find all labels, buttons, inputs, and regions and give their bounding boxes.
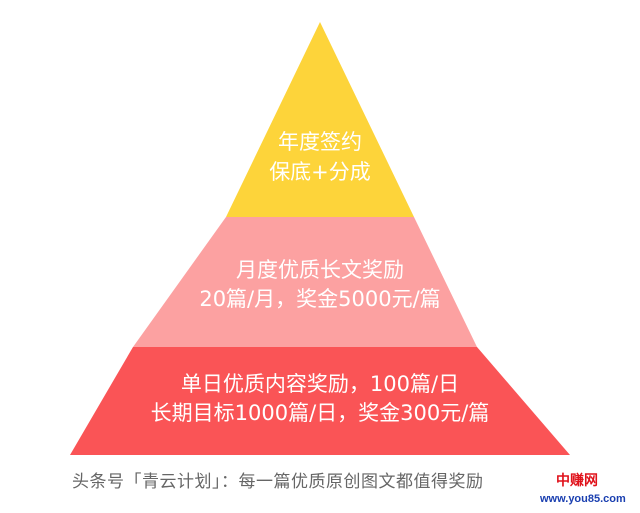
tier-bottom-line2: 长期目标1000篇/日，奖金300元/篇 <box>150 401 490 425</box>
tier-bottom-shape <box>70 347 570 455</box>
tier-middle-line1: 月度优质长文奖励 <box>236 258 404 282</box>
tier-bottom-line1: 单日优质内容奖励，100篇/日 <box>180 372 460 396</box>
watermark-name: 中赚网 <box>556 473 598 489</box>
tier-top-line1: 年度签约 <box>278 130 362 154</box>
tier-middle-shape <box>133 217 477 347</box>
watermark-url: www.you85.com <box>540 493 626 505</box>
tier-middle-line2: 20篇/月，奖金5000元/篇 <box>199 287 441 311</box>
tier-top-line2: 保底+分成 <box>269 160 371 184</box>
caption: 头条号「青云计划」：每一篇优质原创图文都值得奖励 <box>72 472 484 492</box>
tier-top-shape <box>226 22 414 217</box>
